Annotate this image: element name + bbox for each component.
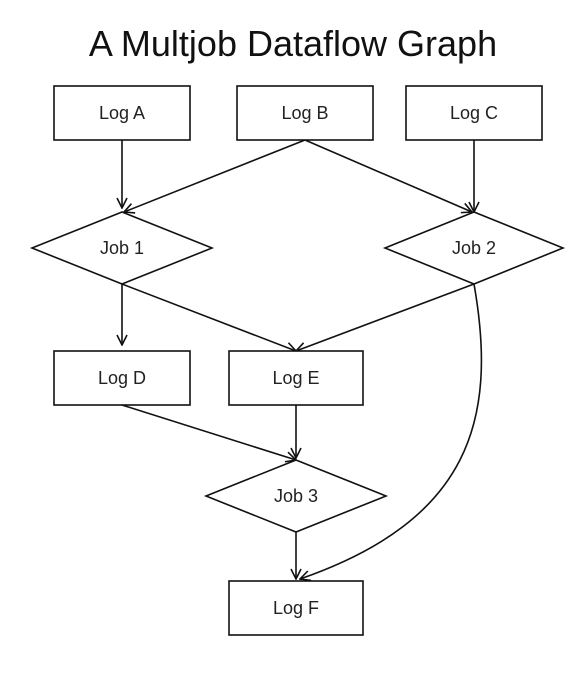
log-a-box xyxy=(53,85,191,141)
node-log-c: Log C xyxy=(405,85,543,141)
log-f-label: Log F xyxy=(273,598,319,618)
job-1-label: Job 1 xyxy=(100,238,144,258)
nodes-layer: Log A Log B Log C Job 1 Job 2 Log D Log E Job 3… xyxy=(29,85,566,636)
node-job-1: Job 1 xyxy=(29,211,215,285)
node-log-b: Log B xyxy=(236,85,374,141)
node-log-a: Log A xyxy=(53,85,191,141)
log-e-label: Log E xyxy=(272,368,319,388)
job-2-diamond xyxy=(382,211,566,285)
log-b-label: Log B xyxy=(281,103,328,123)
log-e-box xyxy=(228,350,364,406)
job-2-label: Job 2 xyxy=(452,238,496,258)
log-d-label: Log D xyxy=(98,368,146,388)
node-job-3: Job 3 xyxy=(203,459,389,533)
log-c-label: Log C xyxy=(450,103,498,123)
edge-job-1-to-log-e xyxy=(121,283,296,351)
node-log-d: Log D xyxy=(53,350,191,406)
log-c-box xyxy=(405,85,543,141)
node-job-2: Job 2 xyxy=(382,211,566,285)
node-log-e: Log E xyxy=(228,350,364,406)
job-3-diamond xyxy=(203,459,389,533)
log-a-label: Log A xyxy=(99,103,145,123)
edge-log-d-to-job-3 xyxy=(121,404,296,460)
edge-job-2-to-log-e xyxy=(296,283,475,351)
edges-layer xyxy=(121,139,483,579)
job-3-label: Job 3 xyxy=(274,486,318,506)
edge-job-2-to-log-f xyxy=(300,283,483,579)
diagram-title: A Multjob Dataflow Graph xyxy=(89,23,497,64)
log-f-box xyxy=(228,580,364,636)
edge-log-b-to-job-1 xyxy=(124,139,306,212)
log-b-box xyxy=(236,85,374,141)
job-1-diamond xyxy=(29,211,215,285)
edge-log-b-to-job-2 xyxy=(304,139,472,212)
node-log-f: Log F xyxy=(228,580,364,636)
log-d-box xyxy=(53,350,191,406)
